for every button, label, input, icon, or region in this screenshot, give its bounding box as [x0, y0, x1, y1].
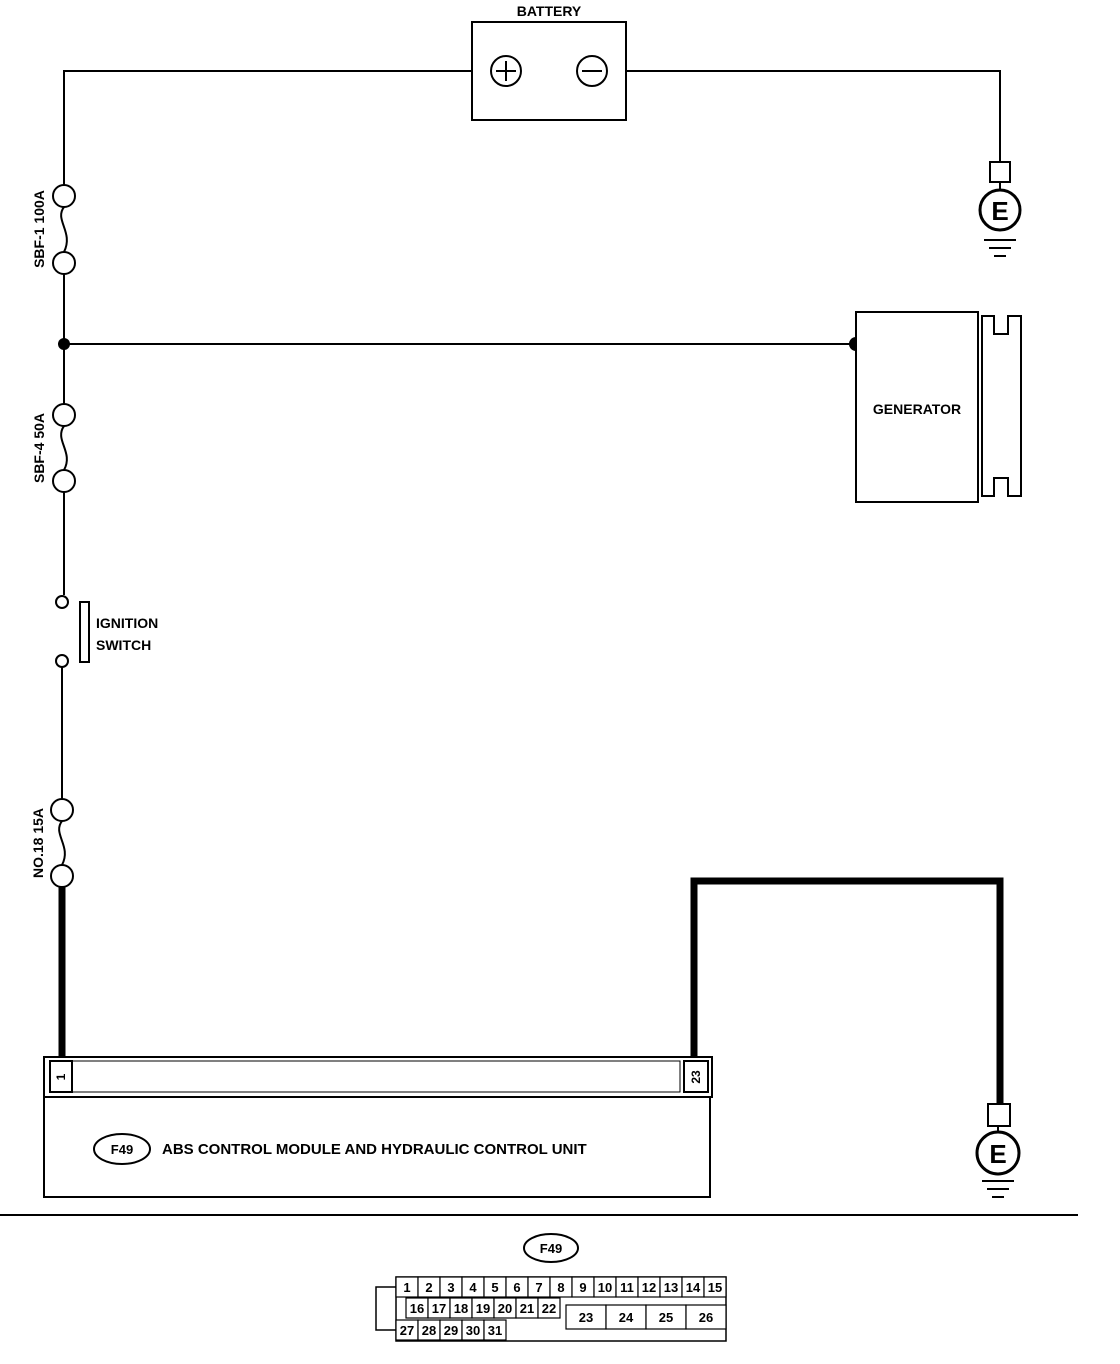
pin-number: 24 [619, 1310, 634, 1325]
pin-number: 6 [513, 1280, 520, 1295]
pin-cell [537, 1297, 561, 1319]
pin-number: 8 [557, 1280, 564, 1295]
ground-top: E [978, 161, 1022, 257]
pinout-connector-id: F49 [540, 1241, 562, 1256]
pin-number: 4 [469, 1280, 477, 1295]
fuse-sbf1 [52, 184, 76, 275]
pin-number: 1 [403, 1280, 410, 1295]
pin-number: 27 [400, 1323, 414, 1338]
pin-number: 31 [488, 1323, 502, 1338]
pin-number: 7 [535, 1280, 542, 1295]
pin-number: 2 [425, 1280, 432, 1295]
pinout-row-3: 27 28 29 30 31 [395, 1319, 507, 1341]
module-pin-1-label: 1 [54, 1073, 68, 1080]
ignition-switch [55, 595, 90, 668]
pin-number: 22 [542, 1301, 556, 1316]
pin-number: 17 [432, 1301, 446, 1316]
battery-positive-terminal [490, 55, 522, 87]
pin-number: 28 [422, 1323, 436, 1338]
generator-box [855, 311, 979, 503]
pin-number: 5 [491, 1280, 498, 1295]
pin-number: 25 [659, 1310, 673, 1325]
pin-number: 14 [686, 1280, 701, 1295]
module-connector-id: F49 [111, 1142, 133, 1157]
pin-number: 23 [579, 1310, 593, 1325]
ground-bottom: E [975, 1103, 1021, 1198]
pinout-connector-id-badge [523, 1233, 579, 1263]
pin-number: 11 [620, 1280, 634, 1295]
pinout-row-2: 16 17 18 19 20 21 22 23 24 25 26 [405, 1297, 727, 1330]
wire-pin23-to-ground [690, 877, 1004, 1104]
module-pin-1 [49, 1060, 73, 1093]
pin-number: 16 [410, 1301, 424, 1316]
pin-number: 18 [454, 1301, 468, 1316]
pin-number: 10 [598, 1280, 612, 1295]
pin-cell [685, 1304, 727, 1330]
wire-battery-positive [63, 70, 472, 185]
module-connector-id-badge [93, 1133, 151, 1165]
pin-cell [645, 1304, 687, 1330]
pin-number: 13 [664, 1280, 678, 1295]
pin-number: 29 [444, 1323, 458, 1338]
pin-number: 26 [699, 1310, 713, 1325]
wire-battery-negative [626, 70, 1001, 162]
pin-number: 3 [447, 1280, 454, 1295]
pin-cell [703, 1276, 727, 1298]
module-connector-inner [71, 1060, 681, 1093]
pin-number: 12 [642, 1280, 656, 1295]
module-body [43, 1096, 711, 1198]
pin-number: 15 [708, 1280, 722, 1295]
ground-bottom-symbol: E [989, 1139, 1006, 1169]
fuse-no18 [50, 798, 74, 888]
battery-negative-terminal [576, 55, 608, 87]
pin-number: 9 [579, 1280, 586, 1295]
battery-label: BATTERY [517, 3, 582, 19]
fuse-sbf4-label: SBF-4 50A [31, 413, 47, 483]
pin-number: 30 [466, 1323, 480, 1338]
ignition-label-line1: IGNITION [96, 615, 158, 631]
module-title: ABS CONTROL MODULE AND HYDRAULIC CONTROL… [162, 1141, 587, 1158]
fuse-sbf4 [52, 403, 76, 493]
module-pin-23 [683, 1060, 709, 1093]
connector-latch [375, 1286, 396, 1331]
pin-number: 21 [520, 1301, 534, 1316]
pin-number: 20 [498, 1301, 512, 1316]
generator-label: GENERATOR [873, 401, 961, 417]
fuse-no18-label: NO.18 15A [30, 808, 46, 878]
module-pin-23-label: 23 [689, 1070, 703, 1084]
fuse-sbf1-label: SBF-1 100A [31, 190, 47, 268]
generator-pulley-icon [981, 315, 1022, 497]
pin-number: 19 [476, 1301, 490, 1316]
pin-cell [483, 1319, 507, 1341]
ground-top-symbol: E [991, 196, 1008, 226]
ignition-label-line2: SWITCH [96, 637, 151, 653]
